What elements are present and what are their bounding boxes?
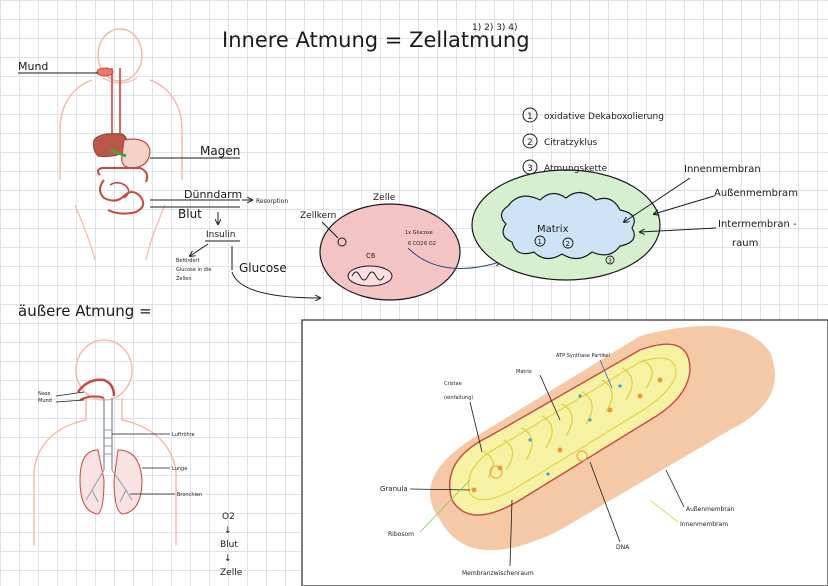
- mito-detail-drawing: [430, 326, 775, 551]
- label-detail-innen: Innenmembram: [680, 521, 728, 528]
- step-2-label: Citratzyklus: [544, 138, 598, 148]
- chain-arrow-2: ↓: [224, 554, 232, 564]
- label-duenndarm: Dünndarm: [184, 188, 242, 201]
- label-zwischenraum: Membranzwischenraum: [462, 570, 534, 577]
- digestive-system-figure: [59, 28, 183, 261]
- label-innenmembran: Innenmembran: [684, 164, 761, 175]
- detail-aussen-pointer: [665, 469, 685, 508]
- cell-body: [319, 203, 461, 301]
- detail-matrix-pointer: [539, 374, 561, 421]
- label-o2: 6 O2: [424, 241, 436, 247]
- label-befoerdert-3: Zellen: [176, 276, 192, 282]
- label-detail-matrix: Matrix: [516, 369, 532, 375]
- label-atp-synthase: ATP Synthase Partikel: [556, 353, 610, 359]
- label-co2: 6 CO2: [408, 241, 423, 247]
- aussenmembran-arrow: [654, 195, 715, 214]
- respiratory-system-figure: [33, 339, 177, 545]
- label-lunge: Lunge: [172, 466, 187, 472]
- dna-pointer: [589, 461, 621, 543]
- glucose-to-cell-arrow: [231, 271, 320, 298]
- insulin-effect-arrow: [190, 243, 209, 256]
- label-glucose: Glucose: [239, 261, 287, 275]
- page-title: Innere Atmung = Zellatmung: [222, 28, 530, 52]
- label-befoerdert-1: Befördert: [176, 258, 200, 264]
- label-detail-aussen: Außenmembran: [686, 506, 735, 513]
- label-c6: C6: [366, 252, 376, 260]
- label-mund: Mund: [18, 60, 48, 73]
- cristae-pointer: [469, 401, 483, 453]
- step-3-label: Atmungskette: [544, 164, 608, 174]
- label-magen: Magen: [200, 144, 240, 158]
- label-resorption: Resorption: [256, 198, 288, 205]
- zellkern-pointer: [321, 221, 339, 239]
- label-glucose-count: 1x Glucose: [405, 230, 433, 236]
- cell-nucleus: [337, 237, 347, 247]
- atp-pointer: [599, 359, 613, 389]
- title-step-numbers: 1) 2) 3) 4): [472, 23, 518, 33]
- label-aussenmembran: Außenmembram: [714, 188, 798, 199]
- mito-step-2-number: 2: [566, 240, 570, 248]
- label-cristae-1: Cristae: [444, 381, 462, 387]
- label-luftroehre: Luftröhre: [172, 432, 195, 438]
- aeussere-atmung-title: äußere Atmung =: [18, 302, 152, 320]
- mito-step-1-marker: [534, 235, 546, 247]
- label-ribosom: Ribosom: [388, 531, 414, 538]
- nase-pointer: [55, 391, 85, 397]
- detail-innen-pointer: [649, 499, 679, 523]
- label-dna: DNA: [616, 544, 630, 551]
- step-3-number: 3: [527, 164, 533, 174]
- label-zelle: Zelle: [373, 193, 396, 203]
- innenmembran-arrow: [624, 177, 691, 222]
- chain-o2: O2: [222, 512, 235, 522]
- intermembran-arrow: [640, 227, 717, 232]
- small-mitochondrion-icon: [347, 265, 393, 287]
- label-bronchien: Bronchien: [177, 492, 202, 498]
- label-befoerdert-2: Glucose in die: [176, 267, 211, 273]
- mund-pointer-2: [55, 399, 85, 403]
- step-1-number: 1: [527, 112, 533, 122]
- label-zellkern: Zellkern: [300, 211, 336, 221]
- label-blut: Blut: [178, 207, 202, 221]
- cell-to-mito-arrow: [407, 247, 500, 269]
- mito-step-1-number: 1: [538, 238, 542, 246]
- label-cristae-2: (einfaltung): [444, 395, 473, 401]
- steps-list: 1 oxidative Dekaboxolierung 2 Citratzykl…: [522, 107, 664, 175]
- label-atmung-mund: Mund: [38, 398, 52, 404]
- mito-step-3-marker: [605, 255, 615, 265]
- label-intermembran-2: raum: [732, 238, 758, 249]
- chain-blut: Blut: [220, 540, 238, 550]
- label-mito-matrix: Matrix: [537, 224, 569, 235]
- step-1-label: oxidative Dekaboxolierung: [544, 112, 664, 122]
- mito-step-2-marker: [562, 237, 574, 249]
- step-2-number: 2: [527, 138, 533, 148]
- label-granula: Granula: [380, 485, 408, 493]
- chain-arrow-1: ↓: [224, 526, 232, 536]
- ribosom-pointer: [419, 479, 471, 533]
- zwischenraum-pointer: [509, 499, 513, 567]
- chain-zelle: Zelle: [220, 568, 243, 578]
- label-intermembran-1: Intermembran -: [718, 219, 797, 230]
- mito-step-3-number: 3: [608, 258, 612, 265]
- label-nase: Nase: [38, 391, 51, 397]
- label-insulin: Insulin: [206, 230, 235, 240]
